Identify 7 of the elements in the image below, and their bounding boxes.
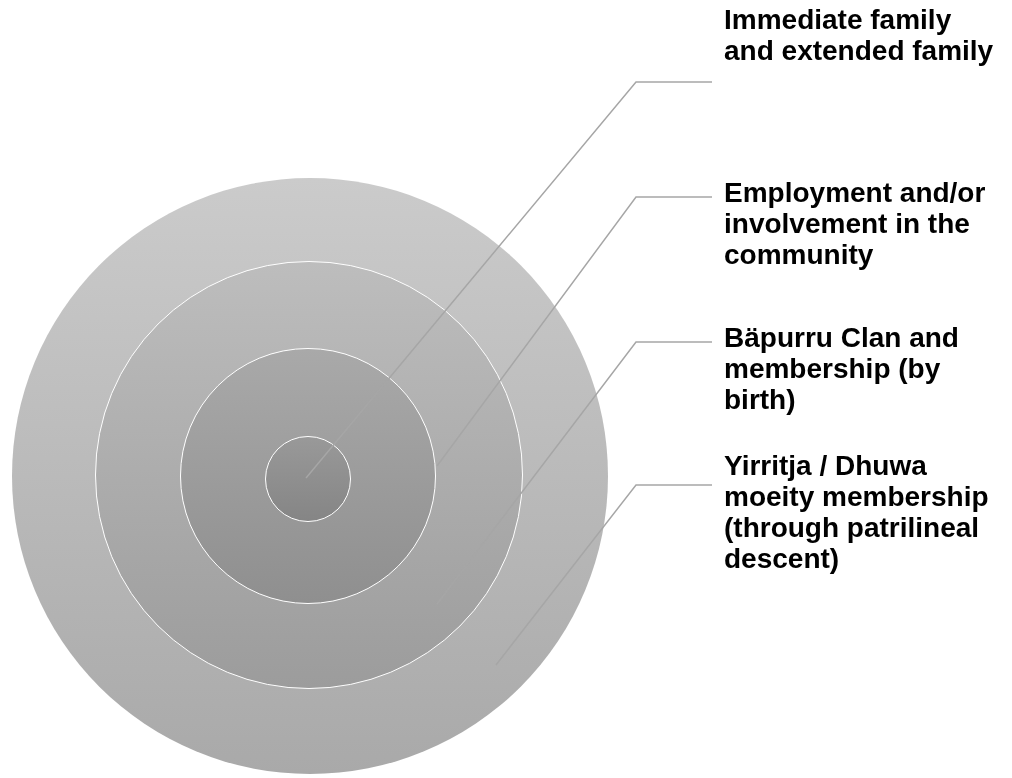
- ring-label: Immediate family and extended family: [724, 4, 995, 66]
- ring-label: Employment and/or involvement in the community: [724, 177, 987, 270]
- ring-label: Yirritja / Dhuwa moeity membership (through patrilineal descent): [724, 450, 990, 574]
- ring-label: Bäpurru Clan and membership (by birth): [724, 322, 960, 415]
- leader-line: [495, 484, 713, 666]
- leader-line: [436, 196, 713, 467]
- leader-line: [305, 81, 713, 479]
